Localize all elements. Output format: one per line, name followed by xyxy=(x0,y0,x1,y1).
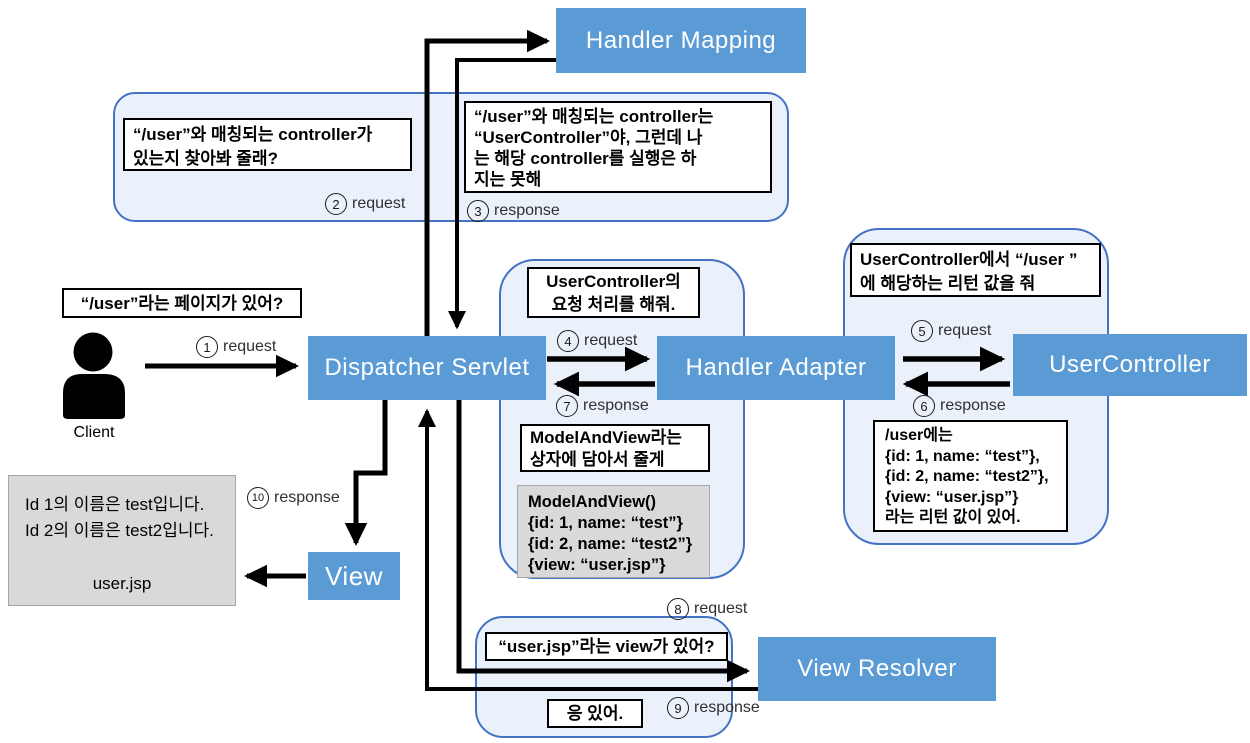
mav-code-line2: {id: 1, name: “test”} xyxy=(528,514,683,532)
note-view-answer: 응 있어. xyxy=(547,699,643,728)
step-10-response: 10 response xyxy=(247,487,340,509)
step-8-text: request xyxy=(694,600,748,617)
handler-mapping-label: Handler Mapping xyxy=(585,26,777,54)
step-6-number: 6 xyxy=(913,395,935,417)
step-9-response: 9 response xyxy=(667,697,760,719)
note-find-controller: “/user”와 매칭되는 controller가 있는지 찾아봐 줄래? xyxy=(123,118,412,171)
view-resolver-label: View Resolver xyxy=(797,655,957,682)
note-controller-response-line4: 지는 못해 xyxy=(474,170,542,189)
dispatcher-servlet-box: Dispatcher Servlet xyxy=(308,336,546,400)
step-3-number: 3 xyxy=(467,200,489,222)
handler-mapping-box: Handler Mapping xyxy=(556,8,806,73)
client-label: Client xyxy=(52,424,136,442)
client-label-text: Client xyxy=(73,424,115,441)
dispatcher-servlet-label: Dispatcher Servlet xyxy=(324,354,530,381)
userjsp-filename: user.jsp xyxy=(92,574,152,593)
step-2-number: 2 xyxy=(325,193,347,215)
note-page-question: “/user”라는 페이지가 있어? xyxy=(62,288,302,318)
note-controller-response: “/user”와 매칭되는 controller는 “UserControlle… xyxy=(464,101,772,193)
step-5-number: 5 xyxy=(911,320,933,342)
arrow-step10-response xyxy=(344,400,388,546)
note-view-answer-text: 응 있어. xyxy=(566,704,624,723)
step-7-number: 7 xyxy=(556,395,578,417)
view-label: View xyxy=(325,560,383,591)
note-find-controller-line2: 있는지 찾아봐 줄래? xyxy=(133,149,278,168)
step-6-text: response xyxy=(940,397,1006,414)
step-1-number: 1 xyxy=(196,336,218,358)
step-2-text: request xyxy=(352,195,406,212)
mav-code-line1: ModelAndView() xyxy=(528,493,657,511)
note-process-request-line1: UserController의 xyxy=(546,271,681,291)
step-4-request: 4 request xyxy=(557,330,637,352)
step-7-response: 7 response xyxy=(556,395,649,417)
step-9-number: 9 xyxy=(667,697,689,719)
note-return-response-line1: /user에는 xyxy=(885,427,953,444)
handler-adapter-box: Handler Adapter xyxy=(657,336,895,400)
step-8-number: 8 xyxy=(667,598,689,620)
step-1-request: 1 request xyxy=(196,336,276,358)
note-controller-response-line3: 는 해당 controller를 실행은 하 xyxy=(474,149,697,168)
step-3-response: 3 response xyxy=(467,200,560,222)
step-6-response: 6 response xyxy=(913,395,1006,417)
step-4-number: 4 xyxy=(557,330,579,352)
step-1-text: request xyxy=(223,338,277,355)
note-modelandview-line2: 상자에 담아서 줄게 xyxy=(530,450,665,469)
client-body xyxy=(63,374,125,419)
view-box: View xyxy=(308,552,400,600)
note-view-question: “user.jsp”라는 view가 있어? xyxy=(485,632,728,661)
step-5-request: 5 request xyxy=(911,320,991,342)
usercontroller-box: UserController xyxy=(1013,334,1247,396)
note-process-request: UserController의 요청 처리를 해줘. xyxy=(527,267,700,318)
handler-adapter-label: Handler Adapter xyxy=(685,354,867,381)
note-return-response-line4: {view: “user.jsp”} xyxy=(885,488,1019,506)
client-head xyxy=(73,332,113,372)
step-7-text: response xyxy=(583,397,649,414)
step-10-text: response xyxy=(274,489,340,506)
modelandview-code-box: ModelAndView() {id: 1, name: “test”} {id… xyxy=(517,485,710,578)
note-return-response: /user에는 {id: 1, name: “test”}, {id: 2, n… xyxy=(873,420,1068,532)
step-9-text: response xyxy=(694,699,760,716)
note-page-question-text: “/user”라는 페이지가 있어? xyxy=(80,293,284,313)
note-return-response-line5: 라는 리턴 값이 있어. xyxy=(885,509,1021,526)
step-4-text: request xyxy=(584,332,638,349)
userjsp-line2: Id 2의 이름은 test2입니다. xyxy=(25,521,214,540)
mav-code-line4: {view: “user.jsp”} xyxy=(528,556,666,574)
note-return-request: UserController에서 “/user ” 에 해당하는 리턴 값을 줘 xyxy=(850,243,1101,297)
note-controller-response-line2: “UserController”야, 그런데 나 xyxy=(474,128,703,147)
note-process-request-line2: 요청 처리를 해줘. xyxy=(551,294,676,314)
mav-code-line3: {id: 2, name: “test2”} xyxy=(528,535,693,553)
view-resolver-box: View Resolver xyxy=(758,637,996,701)
note-return-response-line2: {id: 1, name: “test”}, xyxy=(885,447,1040,465)
note-controller-response-line1: “/user”와 매칭되는 controller는 xyxy=(474,107,714,126)
step-2-request: 2 request xyxy=(325,193,405,215)
note-return-response-line3: {id: 2, name: “test2”}, xyxy=(885,468,1049,485)
note-return-request-line2: 에 해당하는 리턴 값을 줘 xyxy=(860,274,1036,293)
note-modelandview-line1: ModelAndView라는 xyxy=(530,428,682,447)
step-10-number: 10 xyxy=(247,487,269,509)
userjsp-line1: Id 1의 이름은 test입니다. xyxy=(25,495,205,514)
userjsp-render-box: Id 1의 이름은 test입니다. Id 2의 이름은 test2입니다. u… xyxy=(8,475,236,606)
note-return-request-line1: UserController에서 “/user ” xyxy=(860,250,1078,269)
step-5-text: request xyxy=(938,322,992,339)
note-modelandview: ModelAndView라는 상자에 담아서 줄게 xyxy=(520,424,710,472)
note-view-question-text: “user.jsp”라는 view가 있어? xyxy=(498,637,715,656)
note-find-controller-line1: “/user”와 매칭되는 controller가 xyxy=(133,125,373,144)
step-3-text: response xyxy=(494,202,560,219)
step-8-request: 8 request xyxy=(667,598,747,620)
usercontroller-label: UserController xyxy=(1049,351,1211,378)
client-icon xyxy=(63,332,125,419)
